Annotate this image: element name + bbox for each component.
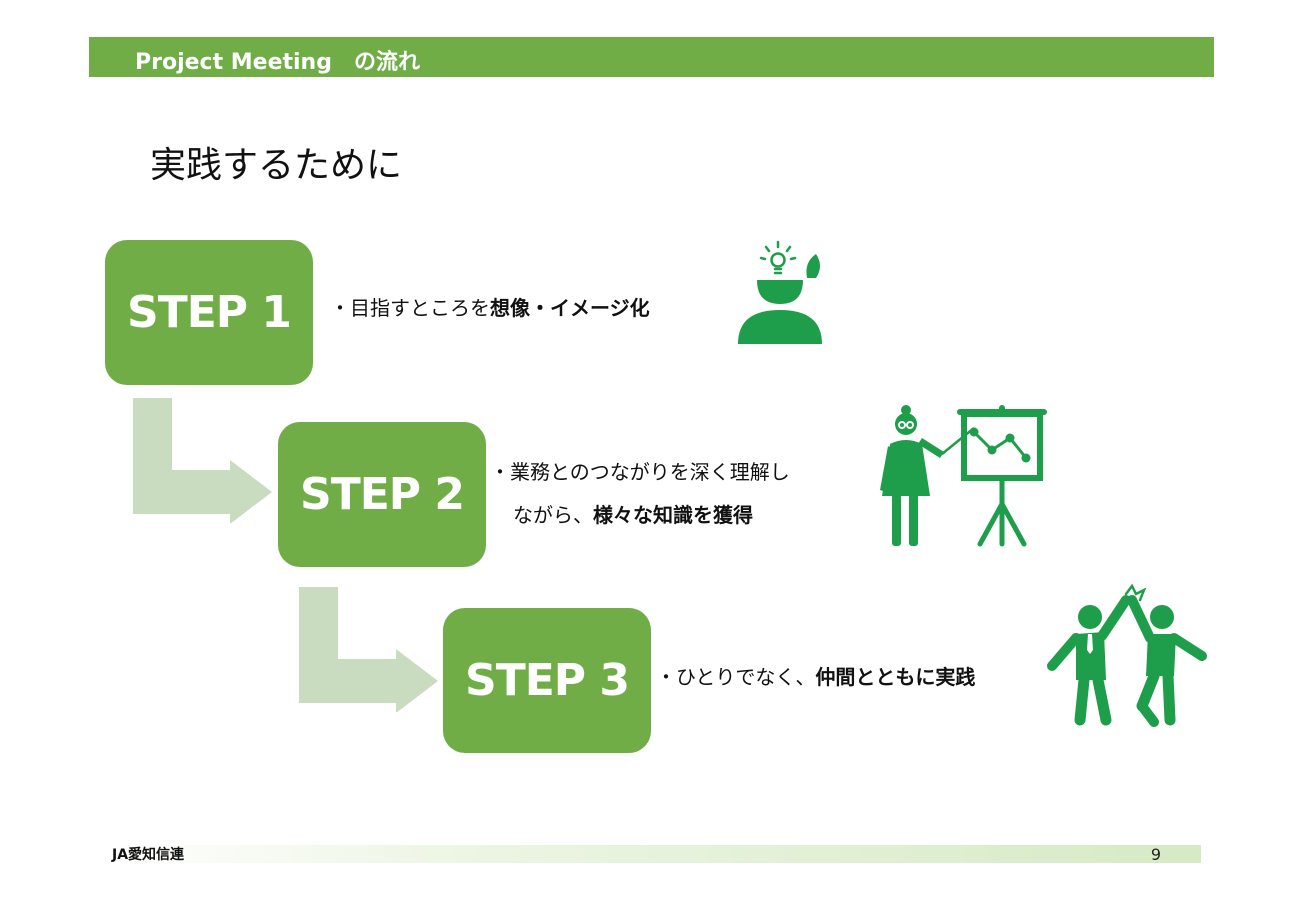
header-title: Project Meeting の流れ (135, 50, 420, 75)
step-2-text-line2: ながら、様々な知識を獲得 (490, 494, 790, 537)
step-3-label: STEP 3 (465, 655, 630, 706)
step-3-text: ・ひとりでなく、仲間とともに実践 (656, 656, 975, 699)
step-2-text-line1: ・業務とのつながりを深く理解し (490, 460, 790, 484)
presenter-icon (880, 405, 1047, 547)
step-2-label: STEP 2 (300, 469, 465, 520)
page-number: 9 (1150, 845, 1161, 864)
step-2-box: STEP 2 (278, 422, 486, 567)
high-five-icon (1047, 583, 1207, 727)
step-1-text: ・目指すところを想像・イメージ化 (330, 287, 650, 330)
step-3-text-prefix: ・ひとりでなく、 (656, 665, 816, 689)
footer-organization: JA愛知信連 (112, 847, 185, 863)
step-1-text-prefix: ・目指すところを (330, 296, 490, 320)
step-3-text-bold: 仲間とともに実践 (815, 665, 976, 689)
step-2-text-line2-bold: 様々な知識を獲得 (593, 503, 753, 527)
idea-head-icon (738, 240, 822, 344)
step-3-box: STEP 3 (443, 608, 651, 753)
step-2-text-line2-prefix: ながら、 (513, 503, 593, 527)
footer-bar: JA愛知信連 9 (106, 845, 1201, 864)
step-1-box: STEP 1 (105, 240, 313, 385)
step-2-text: ・業務とのつながりを深く理解し ながら、様々な知識を獲得 (490, 451, 790, 537)
connector-arrow-2 (299, 587, 438, 712)
connector-arrow-1 (133, 398, 272, 523)
page-heading: 実践するために (150, 145, 403, 186)
header-bar: Project Meeting の流れ (89, 37, 1214, 77)
step-1-text-bold: 想像・イメージ化 (490, 296, 650, 320)
step-1-label: STEP 1 (127, 287, 292, 338)
